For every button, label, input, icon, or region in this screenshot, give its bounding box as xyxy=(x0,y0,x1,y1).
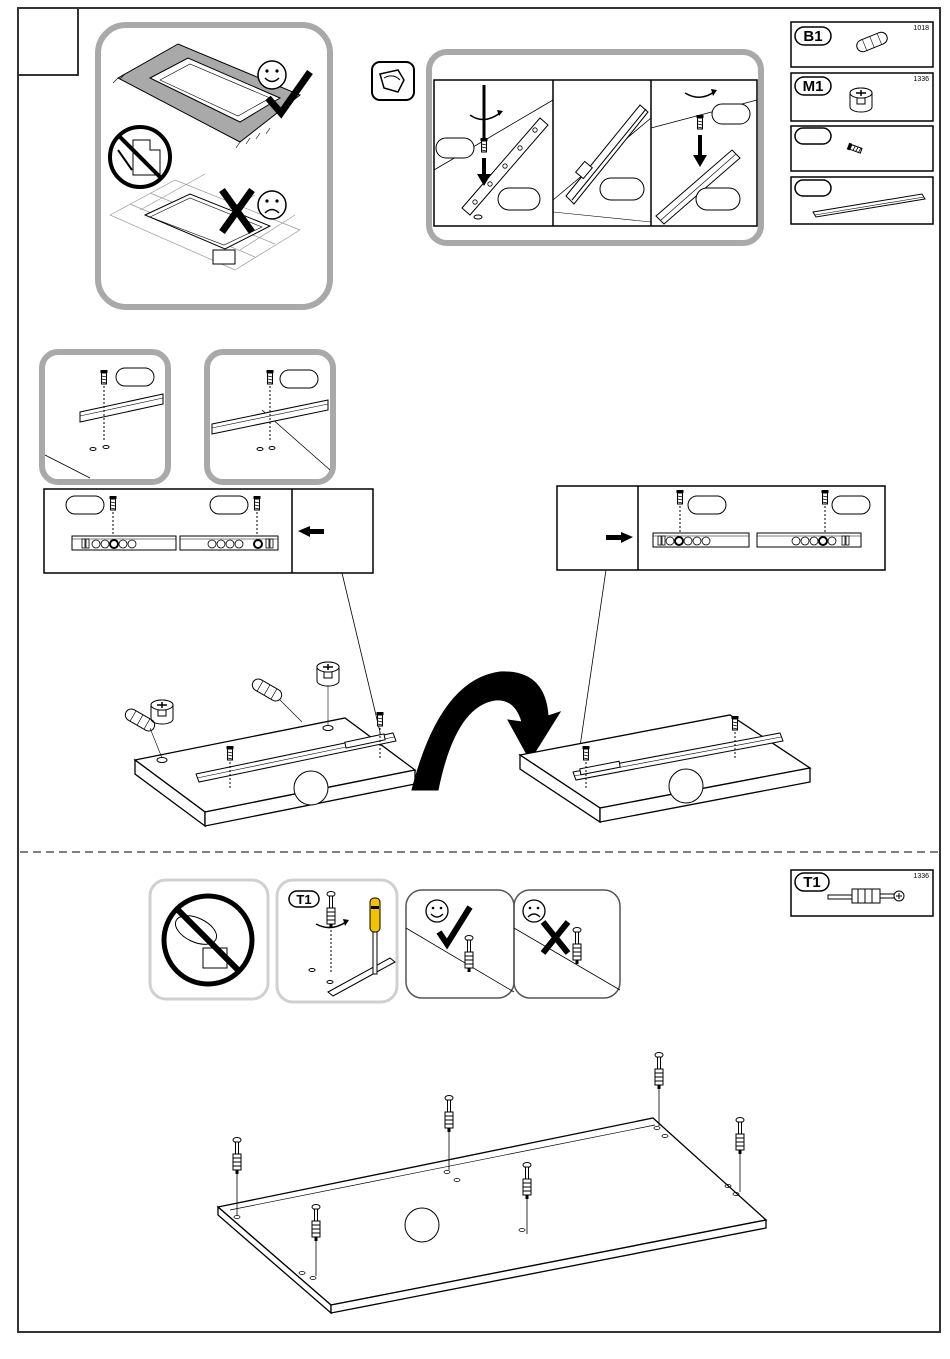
screwdriver-icon xyxy=(370,898,380,974)
no-power-drill-panel xyxy=(150,880,268,999)
part-B1-code: B1 xyxy=(803,28,822,45)
soft-surface-warning-panel xyxy=(98,25,330,307)
part-B1-count: 1018 xyxy=(913,25,929,32)
hole-position-left xyxy=(44,489,373,573)
part-T1-box: T1 1336 xyxy=(791,870,933,916)
sad-face-icon xyxy=(258,191,286,219)
step-number-box xyxy=(18,8,78,75)
part-M1-code: M1 xyxy=(803,78,824,95)
tool-T1-label: T1 xyxy=(296,892,311,907)
part-M1-box: M1 1336 xyxy=(791,73,933,121)
bottom-handle-hole xyxy=(405,1208,439,1242)
wrong-bolt-panel xyxy=(514,890,620,998)
side-panel-left xyxy=(123,662,415,826)
hole-position-right xyxy=(557,486,885,570)
part-T1-count: 1336 xyxy=(913,873,929,880)
bottom-panel-with-bolts xyxy=(218,1053,766,1314)
correct-bolt-panel xyxy=(406,890,514,998)
part-T1-code: T1 xyxy=(803,874,821,891)
part-screw-box xyxy=(791,126,933,171)
parts-list: B1 1018 M1 1336 xyxy=(791,22,933,224)
rotate-panel-icon xyxy=(372,62,414,100)
rail-fixing-panel xyxy=(372,52,761,243)
rail-detail-right xyxy=(207,352,333,482)
part-M1-count: 1336 xyxy=(913,76,929,83)
no-tools-icon xyxy=(110,127,170,187)
part-B1-box: B1 1018 xyxy=(791,22,933,67)
rail-detail-left xyxy=(42,352,168,482)
handle-hole-right xyxy=(669,769,703,803)
handle-hole xyxy=(294,771,328,805)
side-panel-right xyxy=(520,715,810,822)
happy-face-icon xyxy=(258,61,286,89)
hand-screwdriver-panel: T1 xyxy=(277,880,397,1002)
part-rail-box xyxy=(791,177,933,224)
